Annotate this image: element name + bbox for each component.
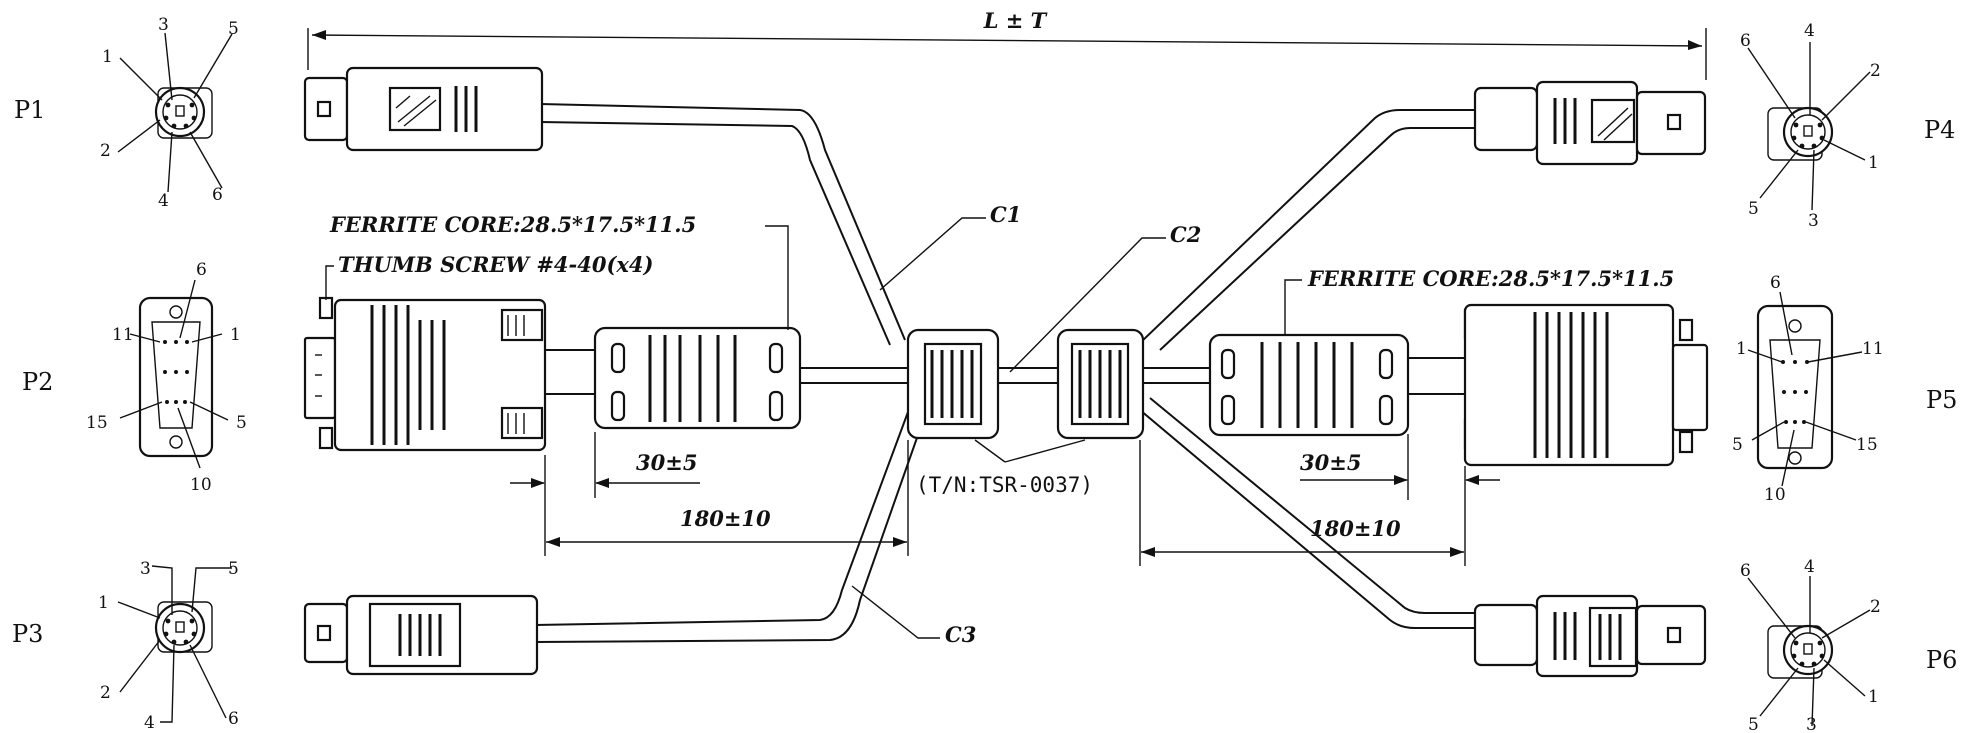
- cable-label-c3: C3: [945, 622, 976, 647]
- p5-plug: [1463, 303, 1709, 467]
- dimension-right: 30±5 180±10: [1139, 434, 1500, 566]
- p1-pin-label: 4: [158, 191, 169, 211]
- p3-plug: [303, 594, 539, 676]
- ferrite-offset-left-label: 30±5: [636, 450, 697, 475]
- p4-pin-label: 4: [1804, 21, 1815, 41]
- p3-pin-label: 1: [98, 593, 109, 613]
- p2-pin-label: 10: [190, 475, 212, 495]
- p2-pin-label: 6: [196, 260, 207, 280]
- p3-pin-label: 4: [144, 713, 155, 733]
- cable-label-c2: C2: [1170, 222, 1201, 247]
- overall-length-label: L ± T: [983, 8, 1048, 33]
- p4-pin-label: 1: [1868, 153, 1879, 173]
- p4-plug: [1473, 80, 1707, 166]
- connector-label-p3: P3: [12, 620, 43, 648]
- p4-face-view: 6 4 2 1 5 3: [1740, 21, 1881, 231]
- dimension-left: 30±5 180±10: [510, 432, 909, 556]
- p6-pin-label: 2: [1870, 597, 1881, 617]
- branch-length-right-label: 180±10: [1310, 516, 1401, 541]
- p1-pin-label: 6: [212, 185, 223, 205]
- p6-pin-label: 6: [1740, 561, 1751, 581]
- p5-pin-label: 15: [1856, 435, 1878, 455]
- p2-pin-label: 5: [236, 413, 247, 433]
- p6-pin-label: 3: [1806, 715, 1817, 733]
- p3-pin-label: 6: [228, 709, 239, 729]
- connector-label-p5: P5: [1926, 386, 1957, 414]
- overall-length-dimension: L ± T: [307, 8, 1707, 80]
- p1-pin-label: 5: [228, 19, 239, 39]
- p6-face-view: 6 4 2 1 5 3: [1740, 557, 1881, 733]
- p5-pin-label: 10: [1764, 485, 1786, 505]
- p3-pin-label: 3: [140, 559, 151, 579]
- p1-face-view: 3 5 1 2 4 6: [100, 15, 239, 211]
- p4-pin-label: 2: [1870, 61, 1881, 81]
- p5-pin-label: 1: [1736, 339, 1747, 359]
- connector-label-p1: P1: [14, 96, 45, 124]
- center-splitter-left: [906, 328, 1000, 440]
- p2-plug: [303, 296, 547, 452]
- p5-pin-label: 5: [1732, 435, 1743, 455]
- ferrite-core-left-note: FERRITE CORE:28.5*17.5*11.5: [329, 212, 696, 237]
- p1-pin-label: 1: [102, 47, 113, 67]
- ferrite-core-left: [593, 326, 802, 430]
- ferrite-offset-right-label: 30±5: [1300, 450, 1361, 475]
- connector-label-p4: P4: [1924, 116, 1955, 144]
- p5-pin-label: 11: [1862, 339, 1884, 359]
- p3-pin-label: 2: [100, 683, 111, 703]
- center-splitter-right: [1056, 328, 1145, 440]
- connector-label-p2: P2: [22, 368, 53, 396]
- cable-label-c1: C1: [990, 202, 1021, 227]
- p4-pin-label: 5: [1748, 199, 1759, 219]
- ferrite-core-right: [1208, 333, 1410, 437]
- p6-plug: [1473, 594, 1707, 678]
- p1-pin-label: 3: [158, 15, 169, 35]
- p6-pin-label: 1: [1868, 687, 1879, 707]
- p4-pin-label: 3: [1808, 211, 1819, 231]
- p1-pin-label: 2: [100, 141, 111, 161]
- p3-pin-label: 5: [228, 559, 239, 579]
- cable-callouts: C1 C2 C3: [851, 202, 1201, 647]
- p2-pin-label: 11: [112, 325, 134, 345]
- cable-runs: [534, 103, 1475, 643]
- p5-face-view: 6 1 11 5 15 10: [1732, 273, 1884, 505]
- p6-pin-label: 5: [1748, 715, 1759, 733]
- p2-pin-label: 1: [230, 325, 241, 345]
- p2-pin-label: 15: [86, 413, 108, 433]
- part-number-note: (T/N:TSR-0037): [916, 473, 1093, 497]
- p5-pin-label: 6: [1770, 273, 1781, 293]
- ferrite-core-right-note: FERRITE CORE:28.5*17.5*11.5: [1307, 266, 1674, 291]
- p4-pin-label: 6: [1740, 31, 1751, 51]
- thumb-screw-note: THUMB SCREW #4-40(x4): [338, 252, 653, 277]
- notes: FERRITE CORE:28.5*17.5*11.5 THUMB SCREW …: [325, 212, 1674, 497]
- branch-length-left-label: 180±10: [680, 506, 771, 531]
- p3-face-view: 3 5 1 2 4 6: [98, 559, 239, 733]
- p1-plug: [303, 66, 544, 152]
- connector-label-p6: P6: [1926, 646, 1957, 674]
- p2-face-view: 6 11 1 15 5 10: [86, 260, 247, 495]
- p6-pin-label: 4: [1804, 557, 1815, 577]
